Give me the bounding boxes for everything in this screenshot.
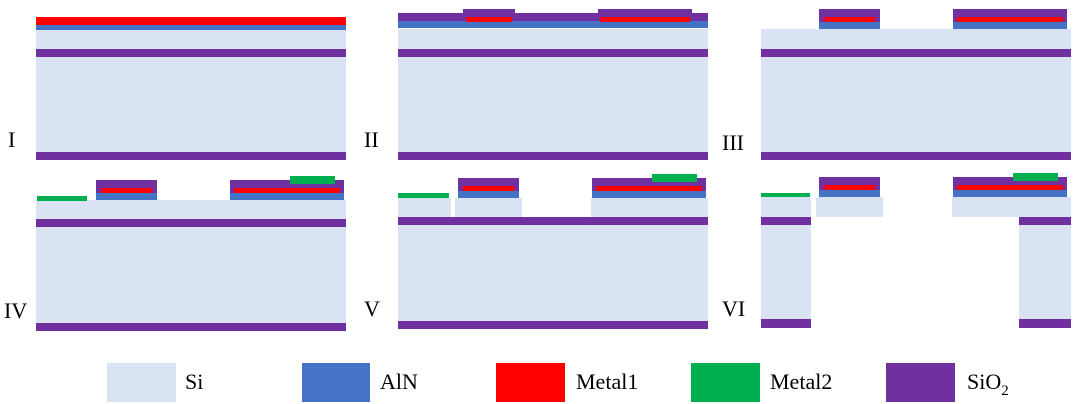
- metal1-pad: [957, 17, 1063, 22]
- si-device-layer: [761, 29, 1071, 49]
- si-device-layer: [36, 200, 346, 219]
- si-device-segment: [761, 197, 811, 217]
- legend-label-metal1: Metal1: [576, 369, 638, 394]
- si-substrate: [36, 227, 346, 323]
- sio2-bottom-left: [761, 319, 811, 328]
- sio2-bottom-layer: [398, 152, 708, 160]
- si-substrate: [398, 225, 708, 321]
- metal1-pad: [600, 17, 690, 22]
- panel-step-v: V: [364, 174, 708, 329]
- aln-island: [592, 191, 706, 198]
- metal1-layer: [36, 17, 346, 25]
- panel-step-vi: VI: [722, 173, 1071, 328]
- si-device-layer: [398, 29, 708, 49]
- panel-step-ii: II: [364, 9, 708, 160]
- step-label-vi: VI: [722, 296, 745, 321]
- si-substrate-right: [1019, 224, 1071, 320]
- step-label-iv: IV: [4, 298, 27, 323]
- panel-step-i: I: [8, 17, 346, 160]
- legend-label-aln: AlN: [380, 369, 418, 394]
- si-device-segment: [952, 197, 1071, 217]
- si-substrate: [36, 56, 346, 152]
- aln-island: [230, 193, 344, 200]
- metal1-pad: [101, 188, 152, 193]
- sio2-bottom-layer: [761, 152, 1071, 160]
- legend-swatch-aln: [302, 363, 370, 402]
- si-device-segment: [591, 198, 708, 217]
- aln-island: [819, 22, 880, 29]
- sio2-box-layer: [398, 217, 708, 225]
- metal1-pad: [824, 17, 875, 22]
- sio2-box-layer: [761, 49, 1071, 57]
- aln-island: [819, 190, 880, 197]
- legend-swatch-metal2: [691, 363, 760, 402]
- metal2-pad: [290, 176, 335, 184]
- aln-island: [458, 191, 519, 198]
- aln-layer: [36, 25, 346, 30]
- si-substrate: [398, 56, 708, 152]
- sio2-bottom-layer: [398, 321, 708, 329]
- legend-item-metal1: Metal1: [496, 363, 638, 402]
- metal1-pad: [463, 186, 514, 191]
- aln-island: [953, 22, 1067, 29]
- sio2-bottom-right: [1019, 319, 1071, 328]
- si-device-layer: [36, 29, 346, 49]
- legend-swatch-sio2: [886, 363, 955, 402]
- sio2-box-layer: [36, 49, 346, 57]
- si-device-segment: [455, 198, 522, 217]
- legend-swatch-si: [107, 363, 176, 402]
- panel-step-iii: III: [722, 9, 1071, 160]
- aln-layer: [398, 21, 708, 28]
- legend-item-si: Si: [107, 363, 203, 402]
- sio2-cover-layer: [398, 13, 708, 21]
- sio2-bottom-layer: [36, 152, 346, 160]
- step-label-ii: II: [364, 127, 379, 152]
- metal2-pad: [37, 196, 87, 201]
- sio2-box-layer: [398, 49, 708, 57]
- sio2-box-layer: [36, 219, 346, 227]
- sio2-bottom-layer: [36, 323, 346, 331]
- metal2-pad: [652, 174, 697, 182]
- si-device-segment: [816, 197, 883, 217]
- legend-swatch-metal1: [496, 363, 565, 402]
- metal2-pad: [1013, 173, 1058, 181]
- step-label-i: I: [8, 127, 15, 152]
- legend-label-metal2: Metal2: [770, 369, 832, 394]
- aln-island: [96, 193, 157, 200]
- legend-label-sio2-base: SiO: [967, 369, 1001, 394]
- metal1-pad: [824, 185, 875, 190]
- legend-label-sio2: SiO2: [967, 369, 1009, 399]
- metal2-pad: [761, 193, 810, 197]
- panel-step-iv: IV: [4, 176, 346, 331]
- legend-label-sio2-subscript: 2: [1001, 383, 1009, 399]
- metal1-pad: [466, 17, 512, 22]
- sio2-island: [463, 9, 515, 15]
- legend-label-si: Si: [185, 369, 203, 394]
- aln-island: [953, 190, 1067, 197]
- sio2-island: [598, 9, 692, 15]
- legend-item-aln: AlN: [302, 363, 418, 402]
- sio2-box-right: [1019, 217, 1071, 225]
- metal1-pad: [596, 186, 702, 191]
- si-substrate: [761, 56, 1071, 152]
- sio2-box-left: [761, 217, 811, 225]
- si-substrate-left: [761, 224, 811, 320]
- si-device-segment: [398, 198, 451, 217]
- metal1-pad: [234, 188, 340, 193]
- legend: Si AlN Metal1 Metal2 SiO2: [107, 363, 1009, 402]
- legend-item-metal2: Metal2: [691, 363, 832, 402]
- metal1-pad: [957, 185, 1063, 190]
- legend-item-sio2: SiO2: [886, 363, 1009, 402]
- step-label-v: V: [364, 296, 380, 321]
- metal2-pad: [398, 193, 449, 198]
- step-label-iii: III: [722, 130, 744, 155]
